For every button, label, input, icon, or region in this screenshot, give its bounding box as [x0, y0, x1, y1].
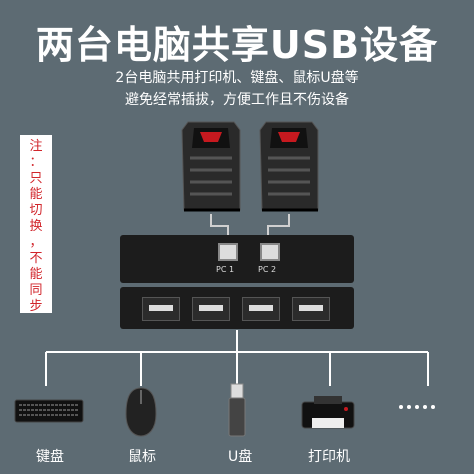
usb-a-port [192, 297, 230, 321]
pc-tower-2 [259, 121, 319, 212]
note-char: 只 [29, 171, 43, 186]
device-label-mouse: 鼠标 [128, 449, 156, 465]
usb-b-port-2 [260, 243, 280, 261]
usb-a-port [242, 297, 280, 321]
switch-front-panel [120, 287, 354, 329]
subtitle-line-2: 避免经常插拔，方便工作且不伤设备 [125, 92, 349, 108]
note-char: ， [29, 235, 43, 250]
note-box: 注 ： 只 能 切 换 ， 不 能 同 步 [20, 135, 52, 314]
device-label-usb: U盘 [228, 449, 253, 465]
usb-a-port [142, 297, 180, 321]
mouse-icon [125, 387, 157, 437]
note-char: 换 [29, 219, 43, 234]
note-char: 能 [29, 187, 43, 202]
device-label-keyboard: 键盘 [36, 449, 64, 465]
device-label-printer: 打印机 [308, 449, 350, 465]
note-char: 步 [29, 299, 43, 314]
more-dots-icon [399, 405, 435, 409]
note-char: 不 [29, 251, 43, 266]
port-label-pc2: PC 2 [258, 265, 277, 274]
note-char: 切 [29, 203, 43, 218]
usb-drive-icon [228, 383, 246, 437]
switch-rear-panel: PC 1 PC 2 [120, 235, 354, 283]
subtitle-line-1: 2台电脑共用打印机、键盘、鼠标U盘等 [115, 70, 359, 86]
usb-b-port-1 [218, 243, 238, 261]
printer-icon [301, 396, 355, 429]
note-char: 注 [29, 139, 43, 154]
note-char: 同 [29, 283, 43, 298]
port-label-pc1: PC 1 [216, 265, 235, 274]
note-char: 能 [29, 267, 43, 282]
usb-a-port [292, 297, 330, 321]
pc-tower-1 [181, 121, 241, 212]
page-title: 两台电脑共享USB设备 [35, 23, 439, 67]
note-char: ： [29, 155, 43, 170]
keyboard-icon [14, 399, 84, 423]
